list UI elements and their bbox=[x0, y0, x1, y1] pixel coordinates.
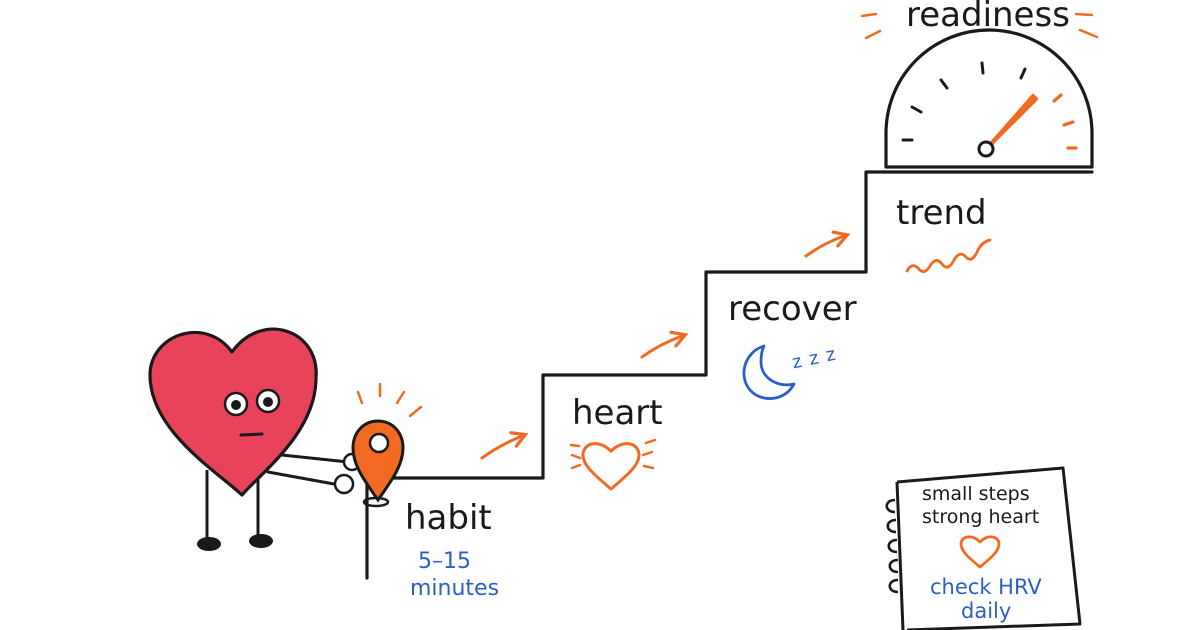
step-label-heart: heart bbox=[572, 393, 663, 433]
step-label-habit: habit bbox=[405, 498, 492, 538]
squiggle-trend-icon bbox=[905, 238, 992, 273]
notebook-cta-line-1: check HRV bbox=[930, 575, 1042, 599]
heart-outline-icon bbox=[569, 438, 657, 491]
habit-duration-line-2: minutes bbox=[410, 576, 500, 601]
heart-character bbox=[148, 327, 362, 551]
notebook-cta-line-2: daily bbox=[961, 599, 1012, 623]
arrow-icon bbox=[640, 330, 689, 359]
arrow-icon bbox=[480, 431, 529, 460]
notebook-line-2: strong heart bbox=[922, 506, 1040, 528]
location-pin-icon bbox=[351, 382, 423, 508]
moon-icon bbox=[742, 344, 796, 400]
arrow-icon bbox=[804, 230, 851, 258]
notebook-line-1: small steps bbox=[922, 483, 1030, 505]
readiness-accent-marks bbox=[860, 12, 1099, 40]
habit-duration-line-1: 5–15 bbox=[418, 549, 471, 574]
speedometer-gauge-icon bbox=[884, 28, 1094, 169]
spiral-notebook-icon bbox=[885, 466, 1082, 630]
staircase-line bbox=[365, 170, 1094, 580]
readiness-title: readiness bbox=[906, 0, 1070, 35]
step-label-recover: recover bbox=[728, 289, 857, 329]
step-label-trend: trend bbox=[896, 193, 987, 233]
